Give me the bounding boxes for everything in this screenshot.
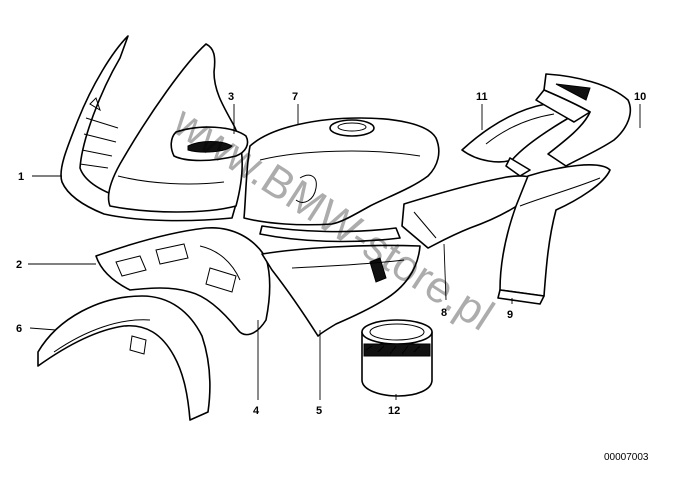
part-12-paint-can: [361, 319, 433, 397]
part-7-fuel-tank: [243, 117, 440, 243]
callout-2: 2: [16, 259, 22, 271]
part-10-tail: [535, 73, 632, 167]
callout-11: 11: [476, 91, 488, 103]
part-9-rear-fender: [497, 164, 611, 305]
callout-4: 4: [253, 405, 260, 417]
callout-1: 1: [18, 171, 24, 183]
callout-8: 8: [441, 307, 447, 319]
part-5-side-panel: [261, 244, 421, 337]
callout-6: 6: [16, 323, 22, 335]
callout-5: 5: [316, 405, 322, 417]
part-3-trim: [170, 126, 249, 162]
part-1-front-fairing: [60, 35, 244, 222]
part-11-seat-hump: [461, 103, 573, 177]
callout-9: 9: [507, 309, 513, 321]
callout-7: 7: [292, 91, 298, 103]
document-number: 00007003: [604, 452, 649, 463]
part-6-front-fender: [37, 295, 211, 421]
leader-lines: [28, 104, 641, 400]
callout-3: 3: [228, 91, 234, 103]
callout-12: 12: [388, 405, 400, 417]
callout-10: 10: [634, 91, 646, 103]
